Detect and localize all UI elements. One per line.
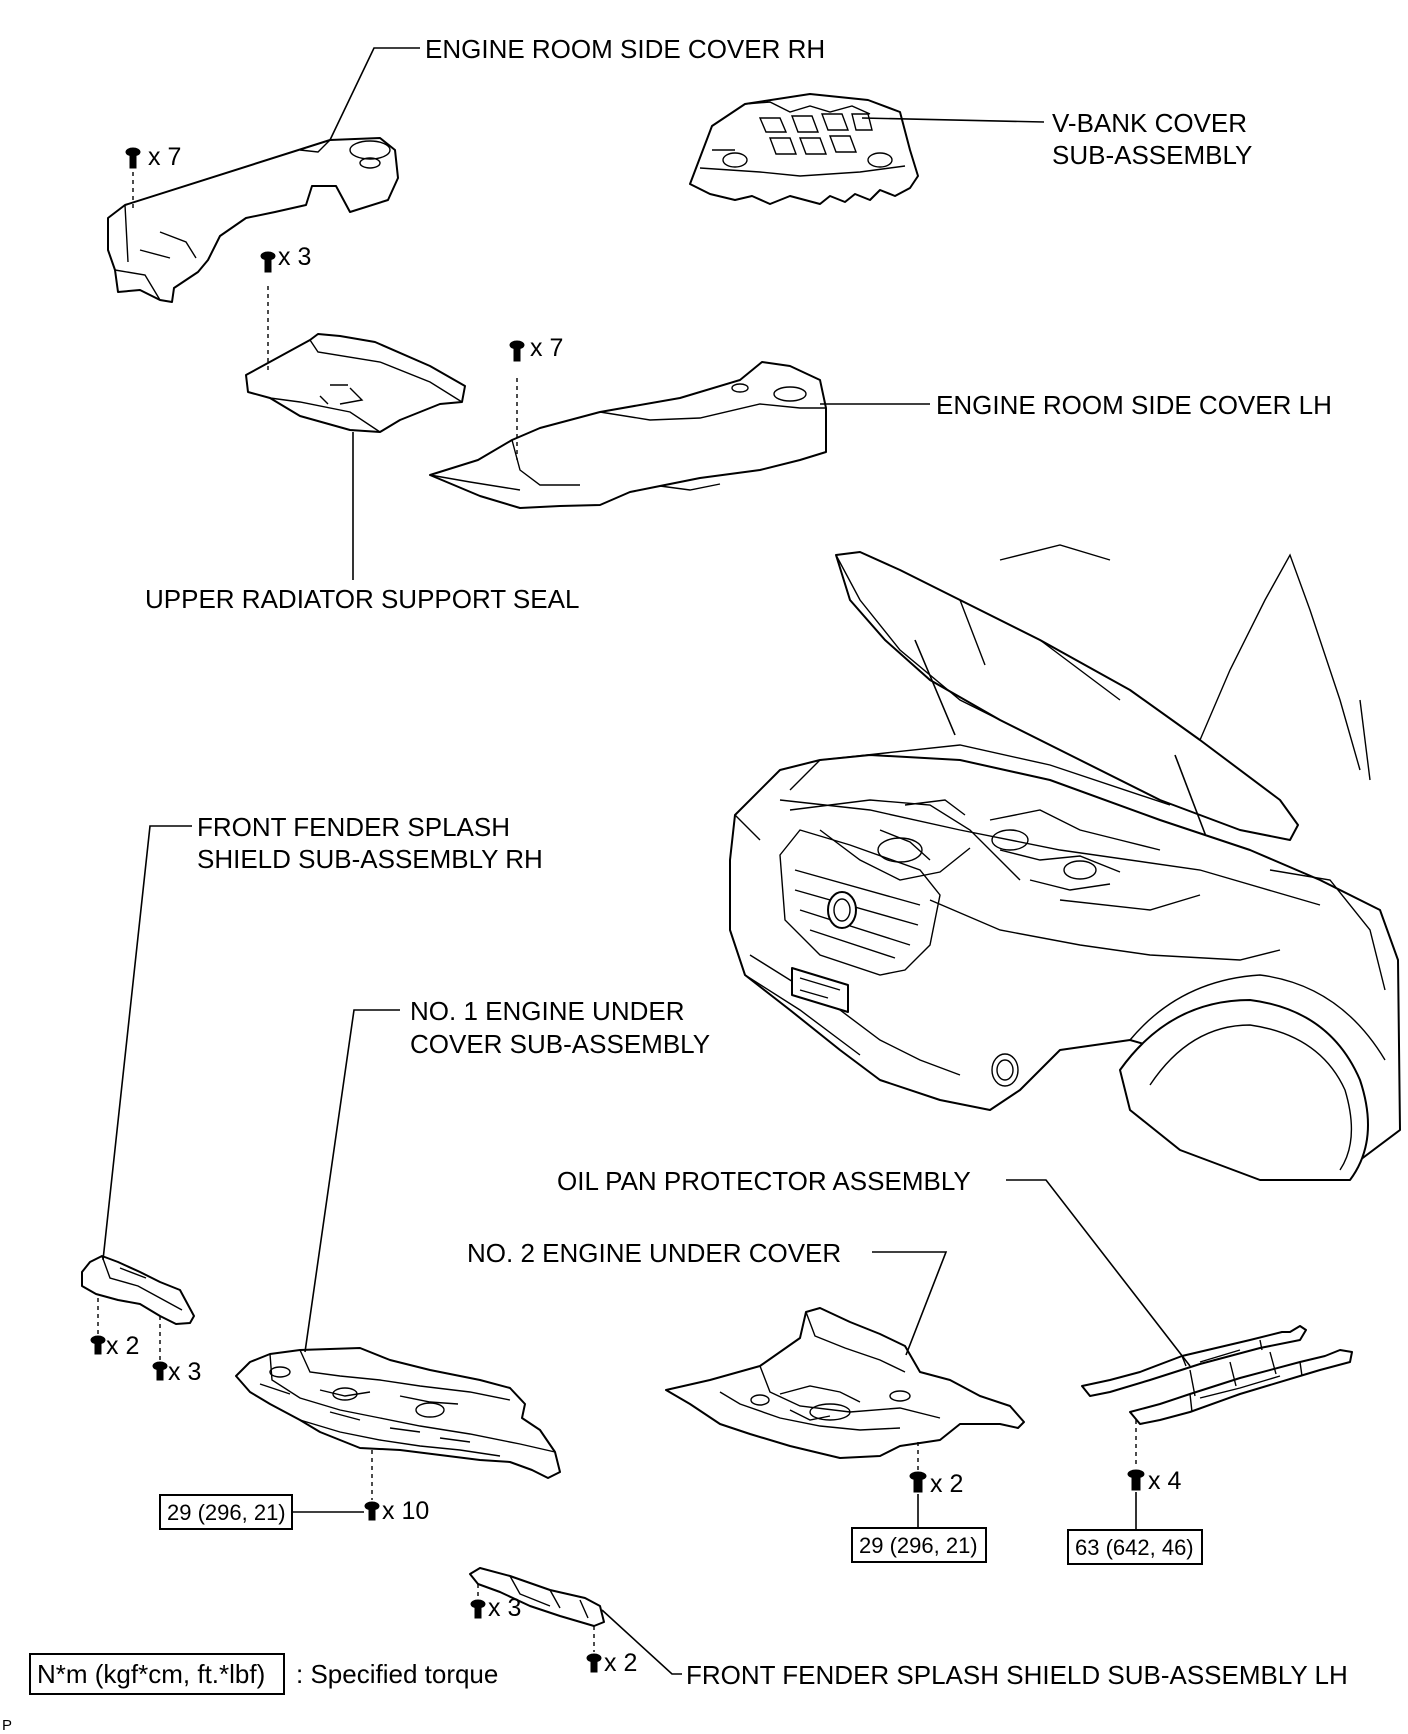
seal-bolt-qty: x 3 [278, 243, 311, 271]
no1-engine-under-cover-part [235, 1347, 561, 1479]
torque-legend-unit: N*m (kgf*cm, ft.*lbf) [37, 1659, 265, 1689]
label-front-fender-lh: FRONT FENDER SPLASH SHIELD SUB-ASSEMBLY … [686, 1660, 1348, 1690]
no2-cover-leader [872, 1251, 948, 1356]
fender-lh-bolt-a-icon [470, 1599, 486, 1619]
label-front-fender-rh-line1: FRONT FENDER SPLASH [197, 812, 510, 842]
no2-cover-torque-value: 29 (296, 21) [859, 1533, 978, 1558]
fender-lh-bolt-b-qty: x 2 [604, 1649, 637, 1677]
v-bank-cover-part [689, 93, 919, 205]
label-oil-pan-protector: OIL PAN PROTECTOR ASSEMBLY [557, 1166, 971, 1196]
fender-rh-leader [102, 825, 192, 1261]
fender-lh-bolt-b-icon [586, 1653, 602, 1673]
no2-cover-bolt-icon [909, 1471, 927, 1493]
seal-bolt-icon [260, 251, 276, 273]
no1-cover-bolt-qty: x 10 [382, 1497, 429, 1525]
lh-cover-bolt-qty: x 7 [530, 334, 563, 362]
torque-legend-box [29, 1653, 285, 1695]
oil-pan-torque-value: 63 (642, 46) [1075, 1535, 1194, 1560]
label-v-bank-cover-line2: SUB-ASSEMBLY [1052, 140, 1252, 170]
corner-mark: P [2, 1717, 12, 1734]
fender-lh-bolt-a-qty: x 3 [488, 1594, 521, 1622]
label-no2-under-cover: NO. 2 ENGINE UNDER COVER [467, 1238, 841, 1268]
label-engine-room-side-cover-rh: ENGINE ROOM SIDE COVER RH [425, 34, 825, 64]
vehicle-illustration [729, 544, 1401, 1181]
no2-cover-torque-box [851, 1527, 987, 1563]
torque-legend-text: : Specified torque [296, 1659, 498, 1689]
oil-pan-leader [1006, 1179, 1191, 1367]
front-fender-splash-shield-rh-part [81, 1255, 195, 1325]
label-front-fender-rh-line2: SHIELD SUB-ASSEMBLY RH [197, 844, 543, 874]
label-upper-radiator-support-seal: UPPER RADIATOR SUPPORT SEAL [145, 584, 579, 614]
label-no1-under-cover-line1: NO. 1 ENGINE UNDER [410, 996, 685, 1026]
fender-lh-leader [601, 1609, 682, 1675]
label-engine-room-side-cover-lh: ENGINE ROOM SIDE COVER LH [936, 390, 1332, 420]
engine-room-side-cover-lh-part [429, 361, 827, 509]
no1-cover-leader [304, 1009, 400, 1353]
rh-cover-leader [329, 47, 420, 141]
oil-pan-bolt-icon [1127, 1469, 1145, 1491]
lh-cover-bolt-icon [509, 340, 525, 362]
fender-rh-bolt-b-icon [152, 1361, 168, 1381]
fender-rh-bolt-a-icon [90, 1335, 106, 1355]
engine-room-side-cover-rh-part [107, 137, 399, 303]
no1-cover-torque-value: 29 (296, 21) [167, 1500, 286, 1525]
no2-engine-under-cover-part [665, 1307, 1025, 1459]
no1-cover-bolt-icon [364, 1501, 380, 1521]
fender-rh-bolt-b-qty: x 3 [168, 1358, 201, 1386]
oil-pan-torque-box [1067, 1529, 1203, 1565]
rh-cover-bolt-qty: x 7 [148, 143, 181, 171]
no2-cover-bolt-qty: x 2 [930, 1470, 963, 1498]
front-fender-splash-shield-lh-part [469, 1567, 605, 1627]
rh-cover-bolt-icon [125, 147, 141, 169]
label-v-bank-cover-line1: V-BANK COVER [1052, 108, 1247, 138]
upper-radiator-support-seal-part [245, 333, 466, 433]
v-bank-cover-leader [861, 117, 1045, 123]
label-no1-under-cover-line2: COVER SUB-ASSEMBLY [410, 1029, 710, 1059]
fender-rh-bolt-a-qty: x 2 [106, 1332, 139, 1360]
oil-pan-protector-part [1081, 1325, 1353, 1425]
oil-pan-bolt-qty: x 4 [1148, 1467, 1181, 1495]
no1-cover-torque-box [159, 1494, 293, 1530]
